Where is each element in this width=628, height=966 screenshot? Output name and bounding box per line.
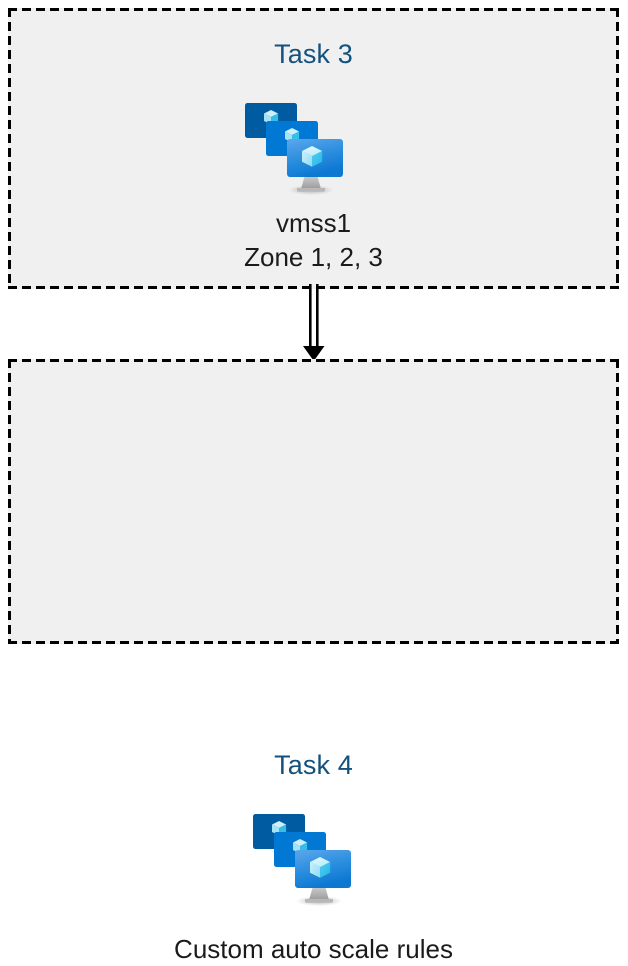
vmss-front-screen	[295, 850, 351, 888]
task-3-caption: vmss1 Zone 1, 2, 3	[8, 206, 619, 274]
arrow-line-left	[309, 284, 312, 347]
task-box-task-4[interactable]: Task 4	[8, 359, 619, 964]
vmss-stand	[301, 175, 321, 189]
vmss-front-screen	[287, 139, 343, 177]
task-3-caption-line-1: vmss1	[275, 208, 352, 238]
task-4-caption: Custom auto scale rules	[8, 932, 619, 966]
task-3-caption-line-2: Zone 1, 2, 3	[244, 242, 383, 272]
arrow-head	[303, 346, 325, 361]
task-3-title: Task 3	[274, 39, 353, 69]
azure-vm-scale-set-icon	[242, 101, 346, 197]
azure-vm-scale-set-icon	[250, 812, 354, 908]
arrow-line-right	[316, 284, 319, 347]
vmss-stand	[309, 886, 329, 900]
task-4-caption-line-1: Custom auto scale rules	[174, 934, 453, 964]
connector-arrow-task3-to-task4	[296, 284, 332, 362]
task-4-title: Task 4	[274, 750, 353, 780]
diagram-canvas: Task 3	[8, 8, 619, 964]
task-box-task-3[interactable]: Task 3	[8, 8, 619, 289]
